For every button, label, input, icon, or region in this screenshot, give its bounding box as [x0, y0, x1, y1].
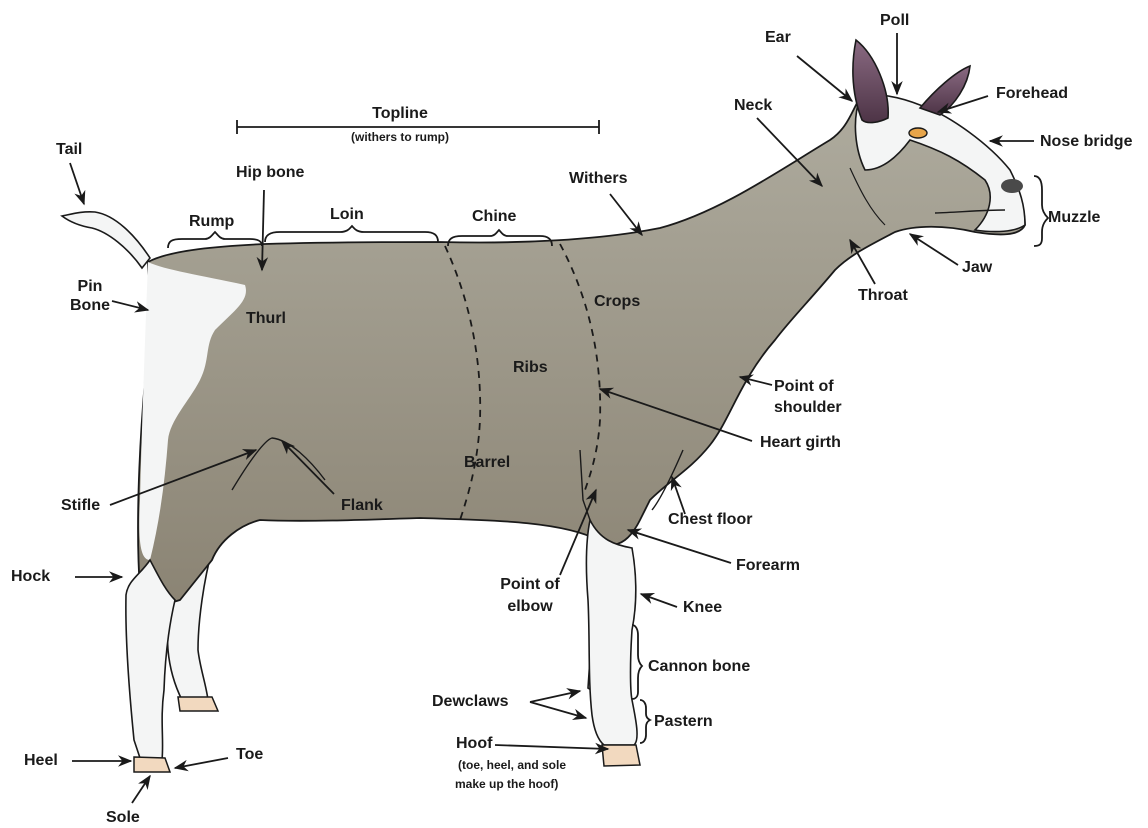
- label-hoof-note-2: make up the hoof): [455, 777, 558, 792]
- label-rump: Rump: [189, 212, 234, 231]
- label-nose-bridge: Nose bridge: [1040, 132, 1132, 151]
- label-cannon-bone: Cannon bone: [648, 657, 750, 676]
- nose: [1001, 179, 1023, 193]
- far-legs: [167, 540, 616, 700]
- label-forehead: Forehead: [996, 84, 1068, 103]
- white-front-leg: [586, 520, 637, 745]
- label-point-of-elbow-2: elbow: [492, 597, 568, 616]
- label-pin-bone-1: Pin: [64, 277, 116, 296]
- label-point-of-elbow-1: Point of: [492, 575, 568, 594]
- label-pastern: Pastern: [654, 712, 713, 731]
- eye: [909, 128, 927, 138]
- label-dewclaws: Dewclaws: [432, 692, 508, 711]
- label-jaw: Jaw: [962, 258, 992, 277]
- label-forearm: Forearm: [736, 556, 800, 575]
- label-barrel: Barrel: [464, 453, 510, 472]
- label-hock: Hock: [11, 567, 50, 586]
- label-throat: Throat: [858, 286, 908, 305]
- label-sole: Sole: [106, 808, 140, 827]
- label-hip-bone: Hip bone: [236, 163, 304, 182]
- label-toe: Toe: [236, 745, 263, 764]
- ear-far: [920, 66, 970, 115]
- label-heel: Heel: [24, 751, 58, 770]
- label-loin: Loin: [330, 205, 364, 224]
- label-withers: Withers: [569, 169, 628, 188]
- white-hind-leg: [126, 560, 175, 760]
- label-hoof-note-1: (toe, heel, and sole: [458, 758, 566, 773]
- ear-shape: [853, 40, 888, 123]
- label-knee: Knee: [683, 598, 722, 617]
- label-thurl: Thurl: [246, 309, 286, 328]
- label-stifle: Stifle: [61, 496, 100, 515]
- label-flank: Flank: [341, 496, 383, 515]
- label-heart-girth: Heart girth: [760, 433, 841, 452]
- label-point-of-shoulder-2: shoulder: [774, 398, 842, 417]
- label-ear: Ear: [765, 28, 791, 47]
- label-hoof: Hoof: [456, 734, 492, 753]
- label-point-of-shoulder-1: Point of: [774, 377, 834, 396]
- label-topline: Topline: [338, 104, 462, 123]
- label-chine: Chine: [472, 207, 516, 226]
- label-chest-floor: Chest floor: [668, 510, 752, 529]
- label-tail: Tail: [56, 140, 82, 159]
- label-muzzle: Muzzle: [1048, 208, 1100, 227]
- label-pin-bone-2: Bone: [64, 296, 116, 315]
- label-poll: Poll: [880, 11, 909, 30]
- tail: [62, 212, 150, 268]
- label-topline-note: (withers to rump): [308, 130, 492, 145]
- label-neck: Neck: [734, 96, 772, 115]
- label-crops: Crops: [594, 292, 640, 311]
- label-ribs: Ribs: [513, 358, 548, 377]
